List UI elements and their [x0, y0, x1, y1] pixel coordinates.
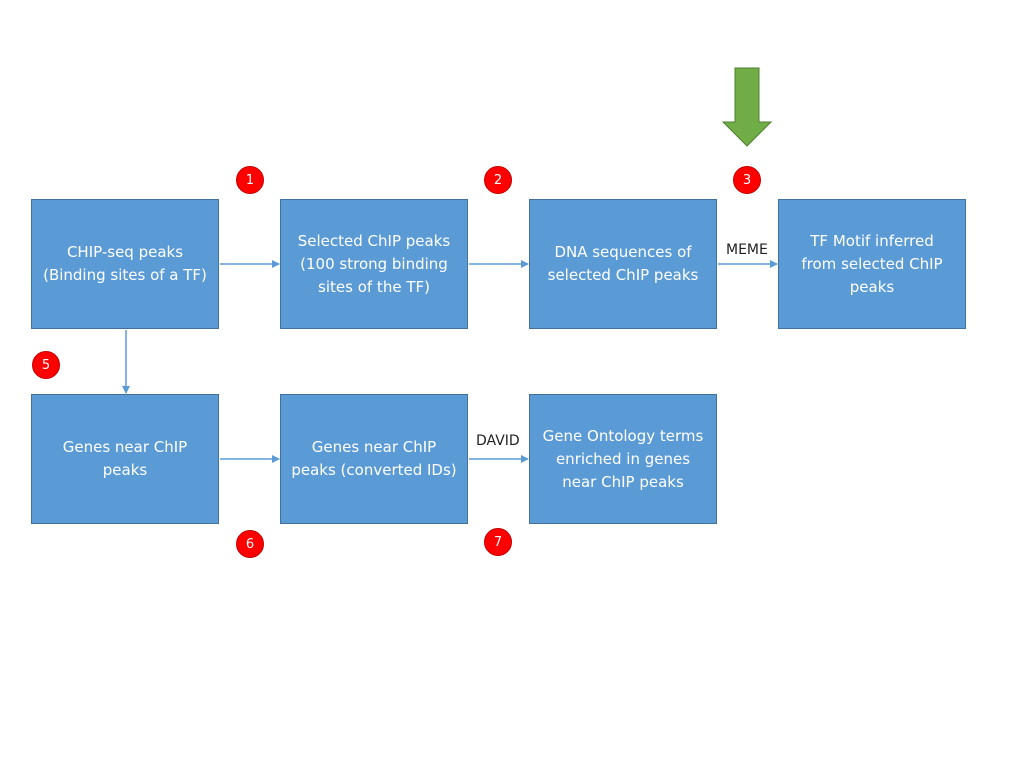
step-badge-1: 1: [236, 166, 264, 194]
step-badge-5: 5: [32, 351, 60, 379]
node-dna-sequences-label: DNA sequences of selected ChIP peaks: [547, 243, 699, 284]
node-tf-motif: TF Motif inferred from selected ChIP pea…: [778, 199, 966, 329]
edge-label-david: DAVID: [476, 433, 520, 449]
step-badge-3: 3: [733, 166, 761, 194]
edge-label-meme: MEME: [726, 242, 768, 258]
node-go-terms: Gene Ontology terms enriched in genes ne…: [529, 394, 717, 524]
node-genes-near-chip-label: Genes near ChIP peaks: [62, 438, 188, 479]
node-go-terms-label: Gene Ontology terms enriched in genes ne…: [542, 426, 704, 491]
step-badge-2: 2: [484, 166, 512, 194]
node-selected-chip-peaks-label: Selected ChIP peaks (100 strong binding …: [297, 231, 451, 296]
node-genes-converted-ids: Genes near ChIP peaks (converted IDs): [280, 394, 468, 524]
node-dna-sequences: DNA sequences of selected ChIP peaks: [529, 199, 717, 329]
node-tf-motif-label: TF Motif inferred from selected ChIP pea…: [801, 231, 943, 296]
node-chip-seq-peaks: CHIP-seq peaks (Binding sites of a TF): [31, 199, 219, 329]
node-chip-seq-peaks-label: CHIP-seq peaks (Binding sites of a TF): [43, 243, 207, 284]
node-genes-near-chip: Genes near ChIP peaks: [31, 394, 219, 524]
step-badge-7: 7: [484, 528, 512, 556]
node-genes-converted-ids-label: Genes near ChIP peaks (converted IDs): [291, 438, 457, 479]
down-arrow-icon: [721, 67, 773, 147]
step-badge-6: 6: [236, 530, 264, 558]
node-selected-chip-peaks: Selected ChIP peaks (100 strong binding …: [280, 199, 468, 329]
